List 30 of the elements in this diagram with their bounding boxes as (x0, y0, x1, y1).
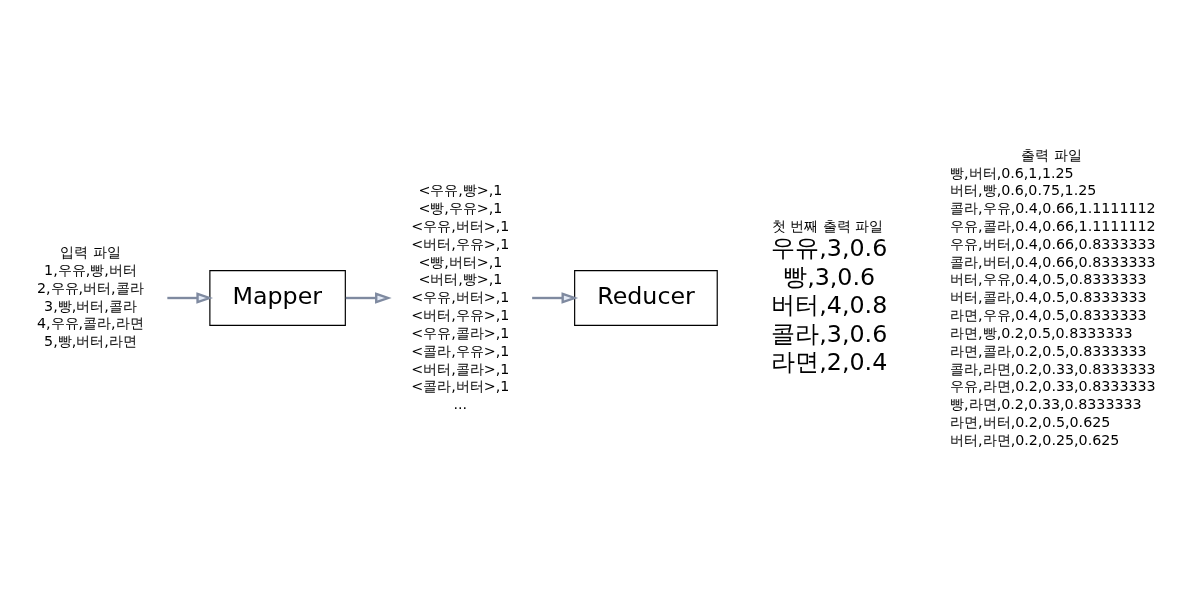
label: 우유,버터,0.4,0.66,0.8333333 (950, 235, 1156, 252)
label: 콜라,3,0.6 (771, 319, 888, 348)
node-box: Reducer (574, 270, 718, 326)
arrow (345, 292, 392, 304)
label: 빵,버터,0.6,1,1.25 (950, 164, 1074, 181)
label: 버터,우유,0.4,0.5,0.8333333 (950, 271, 1147, 288)
label: 빵,3,0.6 (783, 262, 876, 291)
node-text: <우유,빵>,1 <빵,우유>,1 <우유,버터>,1 <버터,우유>,1 <빵,버터>,1 <버터,빵>,1 <우유,버터>,1 <버터,우유>,1 <우유,콜라>,1 <콜라,우유>,1 <버터,콜라>,1 <콜라,버터>,1 ... (411, 182, 510, 413)
label: 라면,빵,0.2,0.5,0.8333333 (950, 324, 1133, 341)
label: 우유,콜라,0.4,0.66,1.1111112 (950, 217, 1156, 234)
node-box: Mapper (209, 270, 346, 326)
label: 버터,빵,0.6,0.75,1.25 (950, 182, 1097, 199)
label: 버터,4,0.8 (771, 291, 888, 320)
label: 라면,우유,0.4,0.5,0.8333333 (950, 307, 1147, 324)
label: 출력 파일 (1021, 146, 1082, 163)
label: 버터,콜라,0.4,0.5,0.8333333 (950, 289, 1147, 306)
label: 라면,콜라,0.2,0.5,0.8333333 (950, 342, 1147, 359)
label: 빵,라면,0.2,0.33,0.8333333 (950, 396, 1142, 413)
label: 우유,3,0.6 (771, 234, 888, 263)
arrow (167, 292, 214, 304)
label: 라면,2,0.4 (771, 348, 888, 377)
label: 첫 번째 출력 파일 (771, 217, 884, 234)
label: 콜라,라면,0.2,0.33,0.8333333 (950, 360, 1156, 377)
label: 버터,라면,0.2,0.25,0.625 (950, 431, 1120, 448)
node-text: 입력 파일 1,우유,빵,버터 2,우유,버터,콜라 3,빵,버터,콜라 4,우유,콜라,라면 5,빵,버터,라면 (36, 244, 144, 350)
arrow (532, 292, 579, 304)
label: 콜라,우유,0.4,0.66,1.1111112 (950, 200, 1156, 217)
label: 콜라,버터,0.4,0.66,0.8333333 (950, 253, 1156, 270)
label: 라면,버터,0.2,0.5,0.625 (950, 414, 1111, 431)
label: 우유,라면,0.2,0.33,0.8333333 (950, 378, 1156, 395)
